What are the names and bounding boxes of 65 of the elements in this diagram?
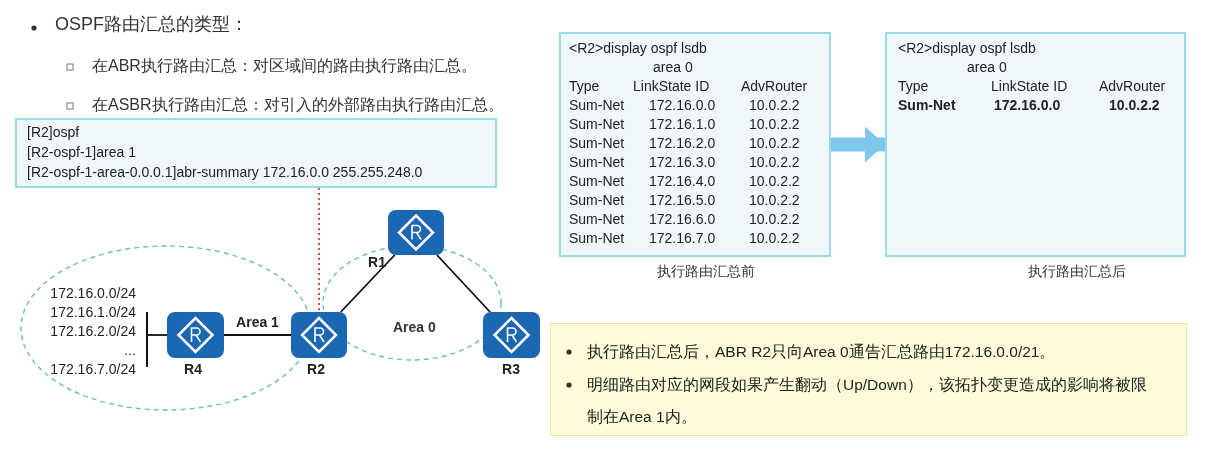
table-cell: 10.0.2.2 <box>749 154 800 171</box>
table-cell: 172.16.5.0 <box>649 192 716 209</box>
link-line <box>223 334 292 336</box>
code-line: [R2-ospf-1-area-0.0.0.1]abr-summary 172.16.0.0 255.255.248.0 <box>27 164 423 181</box>
router-label: R4 <box>183 361 203 378</box>
table-cell: 10.0.2.2 <box>749 116 800 133</box>
column-header: LinkState ID <box>991 78 1068 95</box>
table-cell: Sum-Net <box>569 173 625 190</box>
network-address: 172.16.0.0/24 <box>50 285 136 302</box>
command-line: <R2>display ospf lsdb <box>898 40 1036 57</box>
command-line: <R2>display ospf lsdb <box>569 40 707 57</box>
link-line <box>436 254 491 313</box>
column-header: AdvRouter <box>741 78 808 95</box>
table-cell: Sum-Net <box>569 230 625 247</box>
table-cell: 172.16.6.0 <box>649 211 716 228</box>
table-cell: Sum-Net <box>569 154 625 171</box>
command-line: area 0 <box>967 59 1007 76</box>
table-cell: Sum-Net <box>569 192 625 209</box>
network-address: ... <box>124 342 136 359</box>
link-line <box>339 254 396 313</box>
lsdb-table <box>559 32 831 257</box>
column-header: AdvRouter <box>1099 78 1166 95</box>
heading-text: OSPF路由汇总的类型： <box>55 14 248 36</box>
router-label: R1 <box>367 254 387 271</box>
table-cell: 172.16.1.0 <box>649 116 716 133</box>
table-cell: 10.0.2.2 <box>749 173 800 190</box>
bullet-text: 在ASBR执行路由汇总：对引入的外部路由执行路由汇总。 <box>92 95 504 115</box>
bullet-text: 在ABR执行路由汇总：对区域间的路由执行路由汇总。 <box>92 56 477 76</box>
lsdb-table <box>885 32 1186 257</box>
command-line: area 0 <box>653 59 693 76</box>
table-cell: 172.16.2.0 <box>649 135 716 152</box>
note-box <box>550 323 1187 436</box>
table-cell: 10.0.2.2 <box>749 135 800 152</box>
area-label: Area 0 <box>393 319 436 336</box>
table-cell: 172.16.0.0 <box>649 97 716 114</box>
table-cell: Sum-Net <box>569 211 625 228</box>
link-line <box>147 334 168 336</box>
table-cell: Sum-Net <box>569 116 625 133</box>
column-header: LinkState ID <box>633 78 710 95</box>
column-header: Type <box>898 78 929 95</box>
table-cell: 172.16.7.0 <box>649 230 716 247</box>
table-cell: Sum-Net <box>898 97 956 114</box>
network-address: 172.16.2.0/24 <box>50 323 136 340</box>
code-line: [R2]ospf <box>27 124 80 141</box>
table-cell: 10.0.2.2 <box>749 211 800 228</box>
network-address: 172.16.7.0/24 <box>50 361 136 378</box>
code-box <box>15 118 497 188</box>
network-address: 172.16.1.0/24 <box>50 304 136 321</box>
table-cell: 10.0.2.2 <box>1109 97 1160 114</box>
table-cell: 10.0.2.2 <box>749 230 800 247</box>
table-cell: 172.16.3.0 <box>649 154 716 171</box>
bullet-text: 明细路由对应的网段如果产生翻动（Up/Down），该拓扑变更造成的影响将被限制在Area 1内。 <box>587 375 1148 427</box>
bullet-text: 执行路由汇总后，ABR R2只向Area 0通告汇总路由172.16.0.0/21。 <box>587 342 1057 362</box>
column-header: Type <box>569 78 600 95</box>
block-arrow <box>831 126 885 163</box>
router-label: R2 <box>306 361 326 378</box>
table-cell: 172.16.0.0 <box>994 97 1061 114</box>
code-line: [R2-ospf-1]area 1 <box>27 144 136 161</box>
dotted-line <box>318 187 320 313</box>
table-cell: Sum-Net <box>569 135 625 152</box>
table-cell: 10.0.2.2 <box>749 192 800 209</box>
router-label: R3 <box>501 361 521 378</box>
table-cell: Sum-Net <box>569 97 625 114</box>
table-cell: 10.0.2.2 <box>749 97 800 114</box>
table-cell: 172.16.4.0 <box>649 173 716 190</box>
